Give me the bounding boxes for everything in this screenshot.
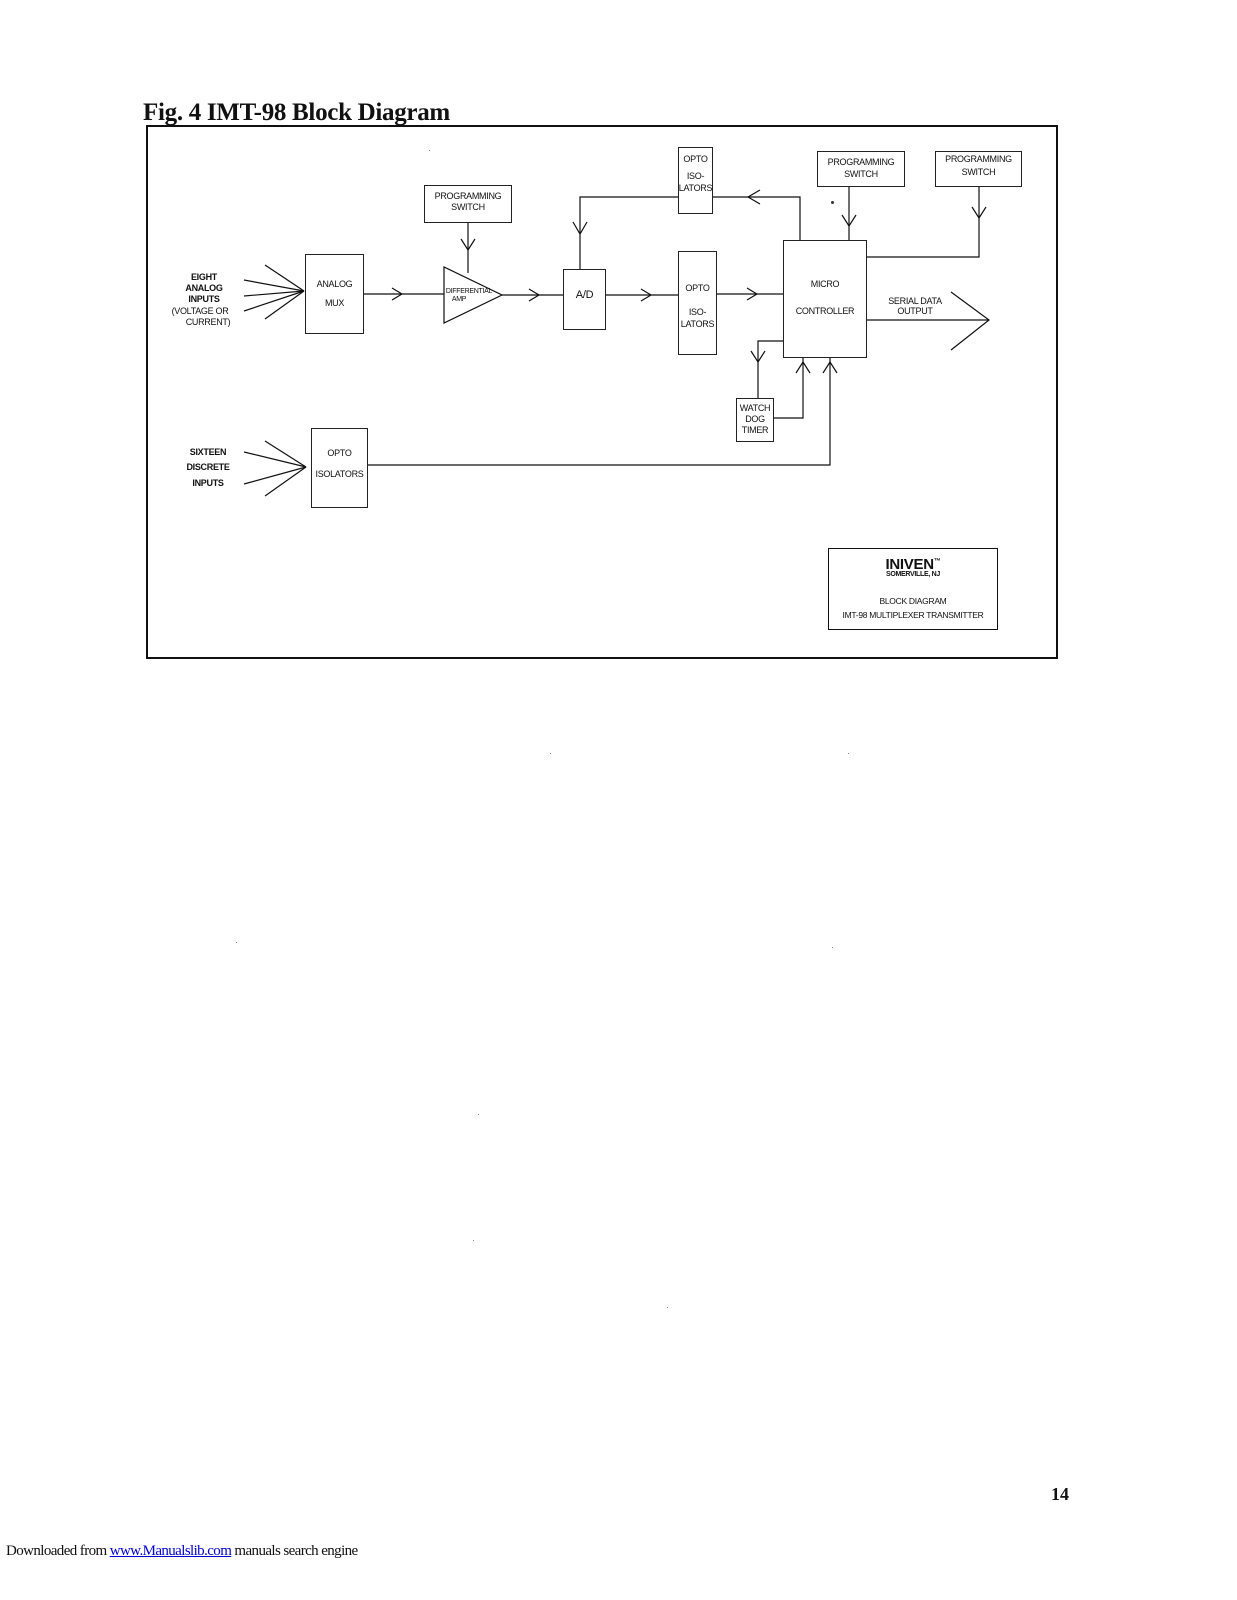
differential-amp-triangle	[443, 266, 504, 324]
opto-isolators-discrete-block	[311, 428, 368, 508]
figure-title: Fig. 4 IMT-98 Block Diagram	[143, 99, 450, 126]
opto-top-label-1: OPTO	[683, 154, 708, 164]
arrow-head	[572, 221, 588, 236]
page-number: 14	[1051, 1484, 1069, 1504]
discrete-inputs-label-1: SIXTEEN	[189, 447, 227, 457]
programming-switch-amp-label-2: SWITCH	[451, 202, 485, 212]
analog-input-lines	[243, 264, 305, 320]
wire-watchdog-to-micro	[772, 357, 804, 419]
opto-top-label-3: LATORS	[678, 183, 713, 193]
programming-switch-right-block	[935, 151, 1022, 187]
discrete-inputs-label-2: DISCRETE	[186, 462, 230, 472]
arrow-head	[391, 287, 404, 301]
scan-speck	[236, 942, 237, 943]
watchdog-timer-block	[736, 398, 774, 442]
footer: Downloaded from www.Manualslib.com manua…	[6, 1543, 358, 1560]
watchdog-label-2: DOG	[745, 414, 765, 424]
opto-mid-label-3: LATORS	[680, 319, 715, 329]
analog-inputs-label-2: ANALOG	[185, 283, 223, 293]
arrow-head	[822, 360, 838, 374]
scan-speck	[478, 1114, 479, 1115]
analog-inputs-label-4: (VOLTAGE OR	[171, 306, 229, 316]
scan-speck	[848, 753, 849, 754]
opto-discrete-label-2: ISOLATORS	[315, 469, 364, 479]
wire-micro-to-switch	[866, 186, 980, 258]
arrow-head	[528, 288, 541, 302]
opto-mid-label-2: ISO-	[688, 307, 707, 317]
discrete-input-lines	[243, 440, 307, 497]
manualslib-link[interactable]: www.Manualslib.com	[109, 1543, 232, 1559]
scan-speck	[473, 1240, 474, 1241]
wire-micro-to-opto-top	[711, 196, 801, 240]
title-block	[828, 548, 998, 630]
scan-speck	[429, 150, 430, 151]
differential-amp-label-2: AMP	[451, 296, 467, 303]
opto-top-label-2: ISO-	[686, 171, 705, 181]
watchdog-label-3: TIMER	[741, 425, 769, 435]
programming-switch-amp-block	[424, 185, 512, 223]
arrow-head	[746, 287, 759, 301]
programming-switch-mc-label-2: SWITCH	[844, 169, 878, 179]
arrow-head	[795, 360, 811, 374]
analog-inputs-label-3: INPUTS	[188, 294, 220, 304]
arrow-head	[841, 214, 857, 228]
wiring	[243, 186, 997, 589]
wire-opto-top-to-ad	[579, 196, 678, 269]
programming-switch-right-label-1: PROGRAMMING	[945, 154, 1012, 164]
analog-inputs-label-1: EIGHT	[190, 272, 217, 282]
scan-speck	[831, 201, 834, 204]
diagram-frame	[146, 125, 1058, 659]
opto-isolators-mid-block	[678, 251, 717, 355]
micro-controller-block	[783, 240, 867, 358]
ad-converter-label: A/D	[575, 289, 594, 301]
title-block-line-2: IMT-98 MULTIPLEXER TRANSMITTER	[842, 610, 984, 620]
analog-inputs-label-5: CURRENT)	[185, 317, 231, 327]
footer-prefix: Downloaded from	[6, 1543, 110, 1559]
programming-switch-right-label-2: SWITCH	[961, 167, 996, 177]
wire-micro-to-watchdog	[757, 340, 783, 398]
serial-output-label-1: SERIAL DATA	[888, 296, 942, 306]
programming-switch-amp-label-1: PROGRAMMING	[434, 191, 502, 201]
scan-speck	[667, 1307, 668, 1308]
serial-output-label-2: OUTPUT	[897, 306, 933, 316]
analog-mux-label-1: ANALOG	[316, 279, 353, 289]
arrow-head	[746, 189, 761, 205]
scan-speck	[832, 947, 833, 948]
opto-isolators-top-block	[678, 147, 713, 214]
analog-mux-label-2: MUX	[324, 298, 345, 308]
opto-discrete-label-1: OPTO	[327, 448, 352, 458]
arrow-head	[640, 288, 653, 302]
scan-speck	[550, 753, 551, 754]
programming-switch-mc-block	[817, 151, 905, 187]
micro-controller-label-1: MICRO	[810, 279, 840, 289]
arrow-head	[971, 206, 987, 220]
differential-amp-label-1: DIFFERENTIAL	[445, 288, 493, 295]
ad-converter-block	[563, 269, 606, 330]
analog-mux-block	[305, 254, 364, 334]
arrow-head	[750, 350, 766, 364]
discrete-inputs-label-3: INPUTS	[192, 478, 224, 488]
title-block-line-1: BLOCK DIAGRAM	[879, 596, 947, 606]
title-block-location: SOMERVILLE, NJ	[885, 571, 940, 578]
watchdog-label-1: WATCH	[739, 403, 771, 413]
footer-suffix: manuals search engine	[231, 1543, 358, 1559]
wire-discrete-to-micro	[366, 357, 831, 466]
opto-mid-label-1: OPTO	[685, 283, 710, 293]
serial-output-arrow	[950, 291, 990, 351]
title-block-company: INIVEN™	[885, 556, 941, 573]
micro-controller-label-2: CONTROLLER	[795, 306, 855, 316]
arrow-head	[460, 238, 476, 252]
programming-switch-mc-label-1: PROGRAMMING	[827, 157, 895, 167]
